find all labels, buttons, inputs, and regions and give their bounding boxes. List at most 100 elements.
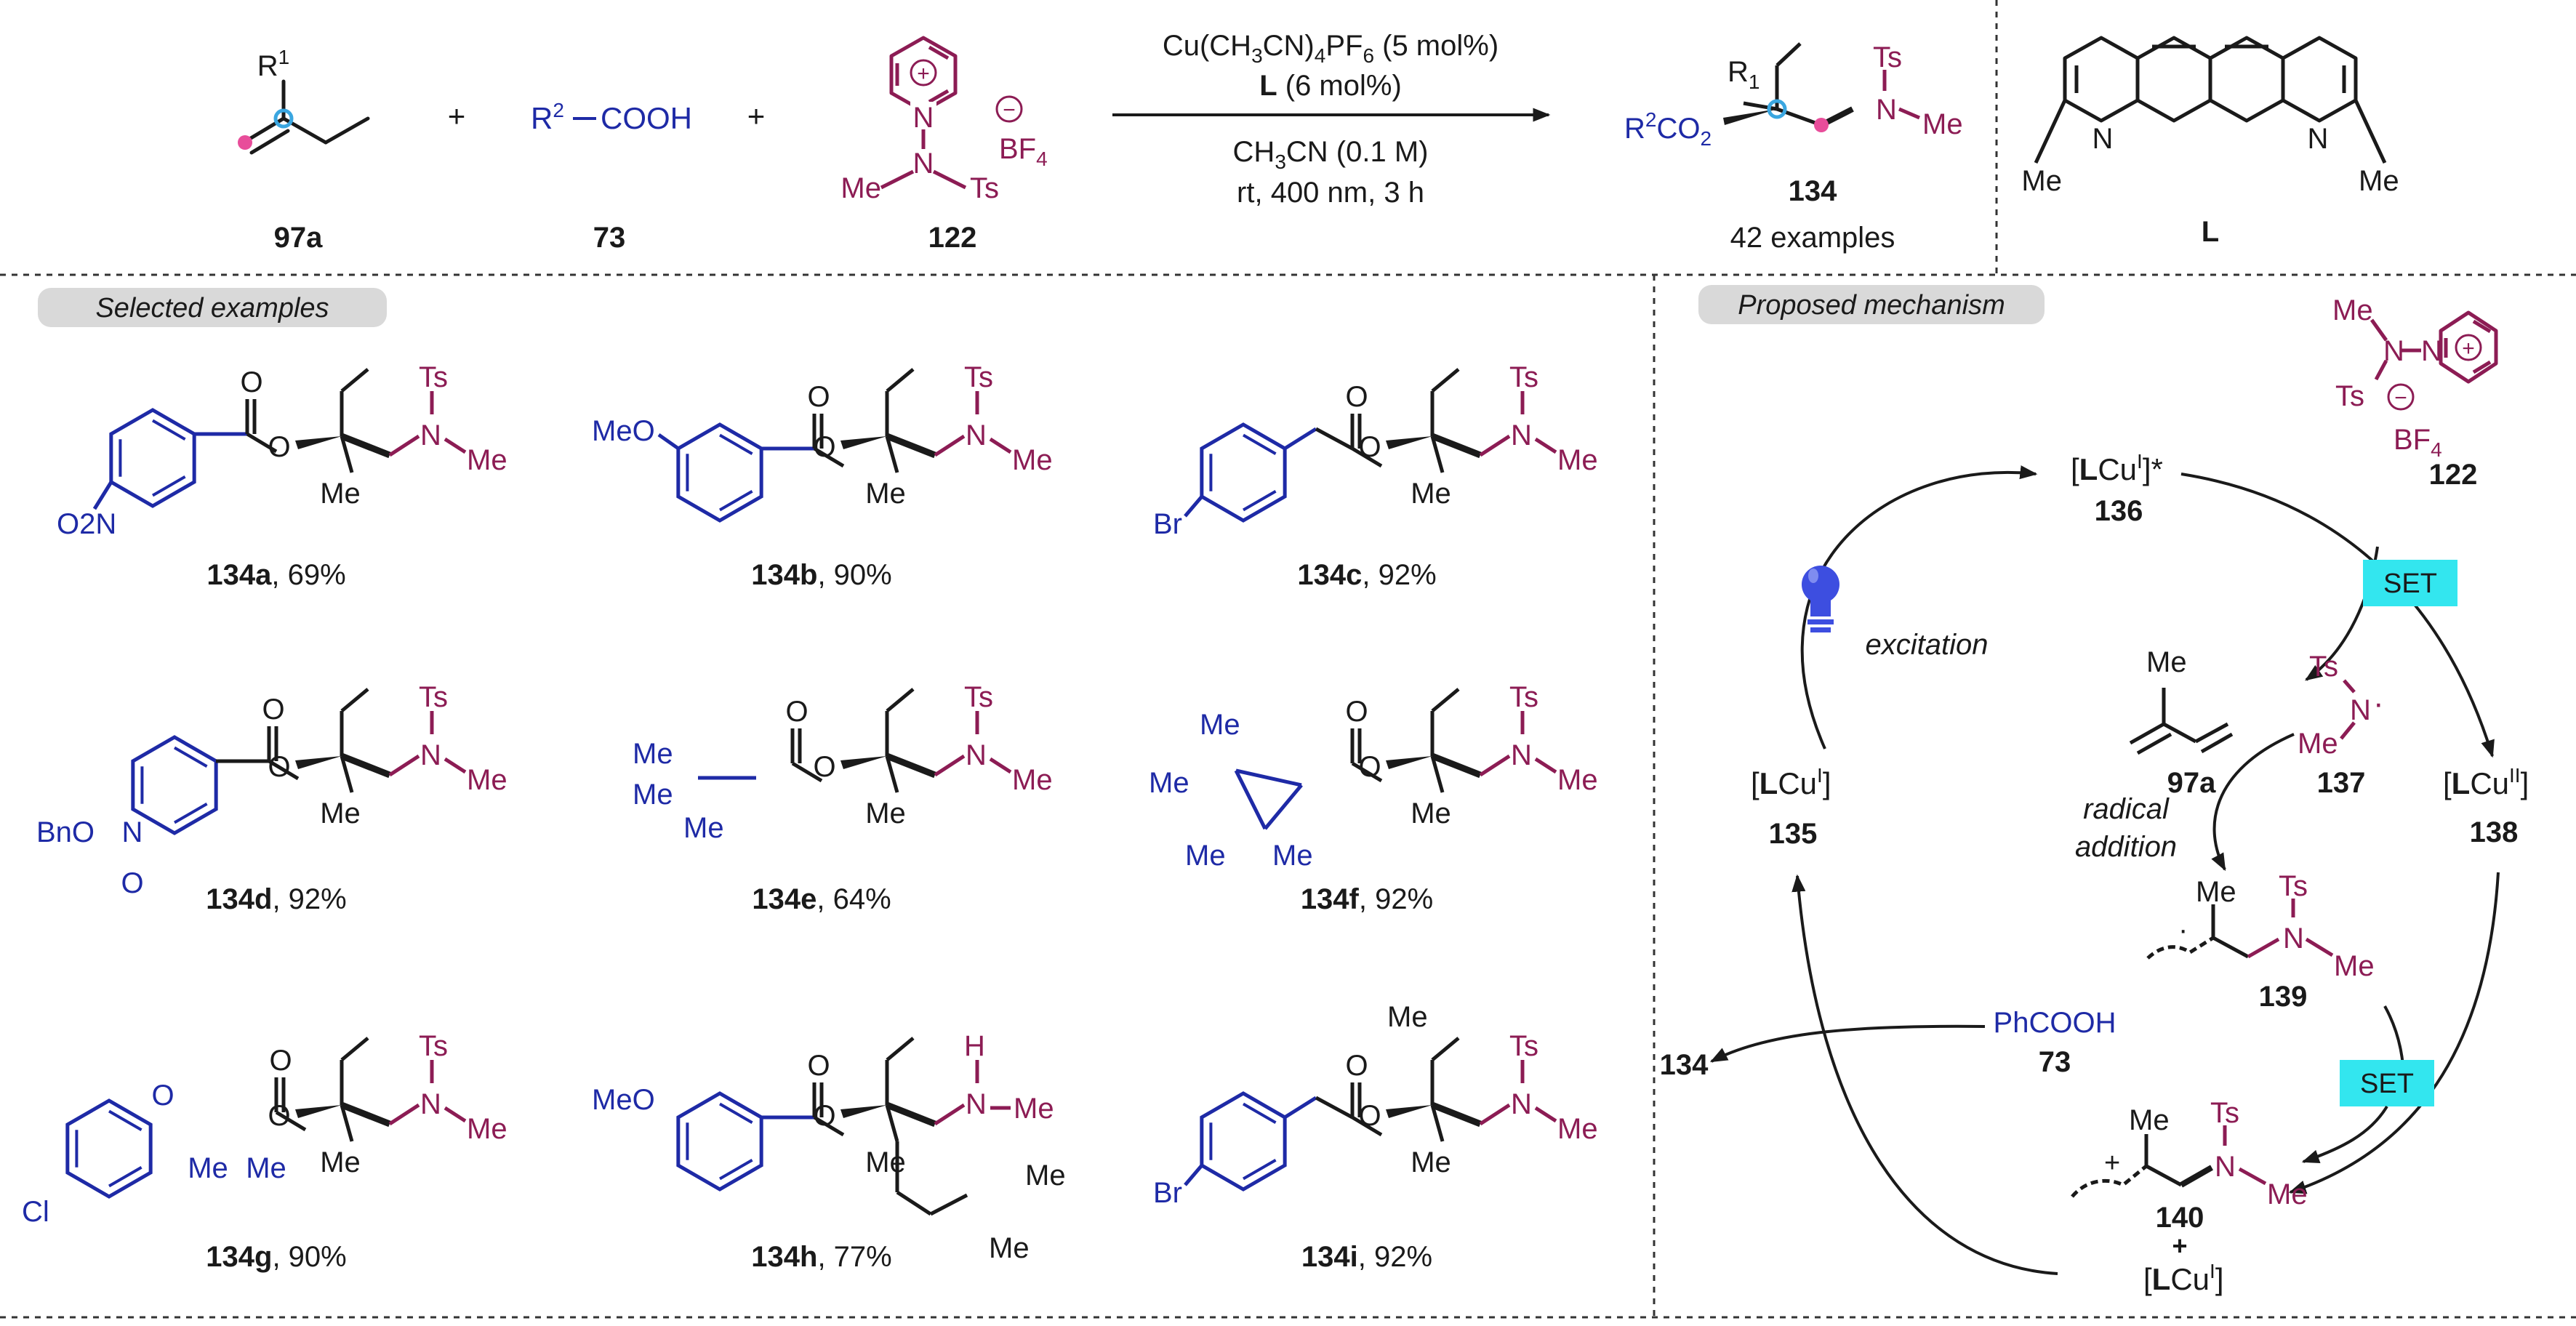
mechanism-panel: Proposed mechanism Me N N + Ts − BF4 122 [1660,285,2529,1296]
conditions-line1-main: Cu(CH [1163,30,1251,62]
arrow-set-to-140 [2301,1105,2388,1164]
radical-addition-label-1: radical [2083,793,2170,825]
mech-reagent-me: Me [2332,294,2373,326]
atom-o: O [240,366,262,398]
atom-n: N [1511,1088,1532,1120]
cation-140-plus2: + [2172,1231,2187,1261]
atom-o: O [813,431,835,463]
plus-sign-1: + [448,99,466,133]
product-r-subscript: 1 [1749,71,1760,93]
cu-ground-label: 135 [1769,818,1818,850]
conditions-line1-sub1: 3 [1251,44,1263,67]
arrow-radical-addition [2211,733,2295,872]
cu-ii-138: [LCuII] [2443,764,2529,800]
example-label-134g: 134g, 90% [206,1241,346,1273]
conditions-line2-end: (6 mol%) [1277,70,1402,102]
reagent-bf: BF [999,133,1036,165]
int-139-n: N [2283,923,2304,955]
conditions-line3-end: CN (0.1 M) [1286,136,1429,168]
cation-140-me: Me [2129,1104,2170,1136]
cu-ii-label: 138 [2470,816,2519,848]
example-label-134d: 134d, 92% [206,883,346,915]
cation-140-plus: + [2104,1148,2120,1178]
atom-bno: BnO [36,816,95,848]
atom-n: N [420,739,441,771]
product-me: Me [1922,108,1963,140]
product-n: N [1876,94,1897,126]
svg-text:R2CO2: R2CO2 [1624,108,1712,150]
atom-me: Me [467,1113,507,1145]
atom-n: N [966,739,987,771]
radical-intermediate-139: · Me Ts N Me 139 [2146,870,2375,1013]
mech-reagent-plus: + [2462,337,2475,361]
svg-text:L (6 mol%): L (6 mol%) [1259,70,1402,102]
label-122: 122 [928,222,977,254]
example-label-134a: 134a, 69% [206,559,345,591]
atom-ts: Ts [419,681,448,713]
cation-140-me2: Me [2267,1178,2308,1210]
radical-137-n: N [2350,694,2371,726]
atom-me: Me [1387,1001,1428,1033]
atom-o: O [807,381,830,413]
atom-me: Me [320,478,361,510]
acid-73: R2 COOH [531,99,692,135]
product-ester-sup: 2 [1645,108,1657,131]
cycle-arrow-excitation [1800,465,2038,750]
atom-me: Me [320,1146,361,1178]
atom-n: N [1511,739,1532,771]
mechanism-reagent-122: Me N N + Ts − BF4 122 [2332,294,2498,491]
atom-o: O [262,694,284,726]
atom-o: O [1358,431,1381,463]
atom-h: H [964,1030,985,1062]
atom-o2n: O2N [57,508,116,540]
product-r-label: R [1728,56,1749,88]
atom-me: Me [1557,1113,1598,1145]
mech-acid-label: 73 [2039,1046,2071,1078]
product-examples-count: 42 examples [1730,222,1895,254]
cycle-arrow-to-cuii [2180,473,2495,758]
conditions-line1-sub2: 4 [1315,44,1326,67]
conditions-line1-pf: PF [1325,30,1363,62]
product-pink-marker [1814,118,1829,132]
atom-br: Br [1153,508,1182,540]
atom-cl: Cl [22,1196,49,1228]
set-box-top [2363,560,2457,606]
atom-o: O [1345,696,1368,728]
set-label-bottom: SET [2360,1069,2414,1099]
atom-o: O [1358,1100,1381,1132]
atom-me: Me [1025,1160,1066,1192]
diene-r-superscript: 1 [278,46,290,68]
example-label-134c: 134c, 92% [1297,559,1436,591]
cycle-arrow-right-down [2288,872,2500,1194]
conditions-line3-sub: 3 [1275,150,1286,173]
atom-o: O [1345,381,1368,413]
atom-o: O [151,1080,174,1112]
atom-me: Me [865,478,906,510]
atom-me: Me [246,1152,286,1184]
atom-ts: Ts [964,681,993,713]
radical-137-dot: · [2373,686,2384,721]
label-134: 134 [1789,175,1837,207]
label-ligand: L [2202,216,2219,248]
cu-bottom: [LCuI] [2143,1260,2223,1296]
radical-137-label: 137 [2317,767,2366,799]
atom-me: Me [467,764,507,796]
atom-me: Me [989,1232,1030,1264]
atom-me: Me [1014,1093,1054,1125]
atom-n: N [966,1088,987,1120]
mech-reagent-n2: N [2421,335,2442,367]
svg-text:BF4: BF4 [2394,424,2442,461]
atom-me: Me [1200,709,1240,741]
mech-reagent-n1: N [2383,335,2404,367]
atom-me: Me [865,797,906,829]
conditions-line1-mid: CN) [1263,30,1315,62]
atom-br: Br [1153,1177,1182,1209]
atom-ts: Ts [1509,681,1538,713]
atom-me: Me [683,812,724,844]
atom-me: Me [1411,797,1451,829]
